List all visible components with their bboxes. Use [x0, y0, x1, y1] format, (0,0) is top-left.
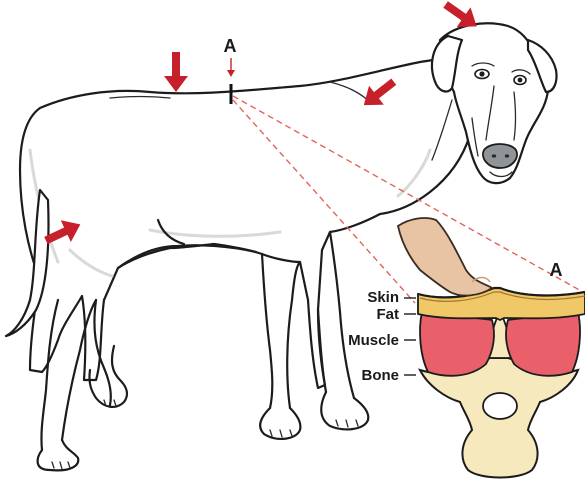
point-a-marker: A — [224, 36, 237, 104]
red-arrow-icon — [44, 220, 81, 245]
point-a-inset-label: A — [550, 260, 563, 280]
callout-lines — [232, 95, 584, 304]
skin-layer — [417, 286, 585, 299]
point-a-label: A — [224, 36, 237, 56]
cross-section-inset: A — [396, 217, 585, 479]
skin-label: Skin — [367, 289, 399, 306]
bone-label: Bone — [362, 367, 400, 384]
dog-ear-right — [526, 38, 558, 94]
muscle-right — [505, 310, 581, 377]
red-arrow-icon — [363, 78, 397, 106]
fat-label: Fat — [377, 306, 400, 323]
muscle-label: Muscle — [348, 332, 399, 349]
dog-illustration — [4, 22, 558, 472]
spinal-canal — [482, 392, 518, 420]
red-arrow-icon — [443, 1, 477, 27]
layer-labels: Skin Fat Muscle Bone — [348, 289, 416, 384]
dog-tail — [4, 188, 50, 338]
muscle-left — [419, 310, 495, 377]
dog-ear-left — [430, 34, 464, 93]
pressure-arrows — [44, 1, 477, 245]
finger-icon — [396, 217, 494, 297]
dog-head — [438, 22, 550, 185]
red-arrow-icon — [164, 52, 188, 92]
dog-body — [18, 56, 478, 390]
dog-nose — [482, 143, 518, 169]
